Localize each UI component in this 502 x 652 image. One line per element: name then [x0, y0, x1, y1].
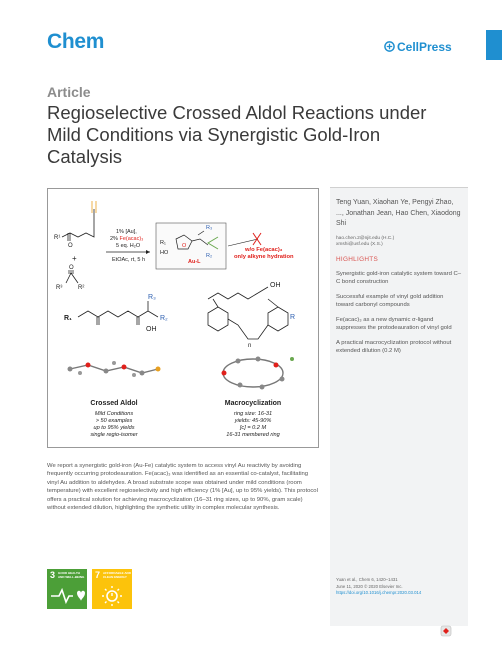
product-oh-label: OH — [146, 326, 157, 333]
article-type: Article — [47, 84, 91, 100]
citation-line: Yuan et al., Chem 6, 1420–1431 — [336, 577, 398, 582]
highlight-item: Synergistic gold-iron catalytic system t… — [336, 270, 462, 285]
graphical-abstract-figure: O R¹ + O R³ R² 1% [Au], 2% Fe(acac)₃ 5 e… — [54, 201, 295, 438]
crystal-structure-macrocycle — [221, 356, 294, 390]
intermediate-r2-label: R₂ — [206, 253, 212, 259]
reaction-arrow-head — [146, 250, 150, 254]
product-r2-label: R₂ — [160, 315, 168, 322]
sidebar-top-rule — [330, 187, 468, 188]
abstract-text: We report a synergistic gold-iron (Au-Fe… — [47, 463, 318, 512]
sdg-label: GOOD HEALTH AND WELL-BEING — [58, 571, 85, 579]
highlights-heading: HIGHLIGHTS — [336, 255, 379, 263]
plus-sign: + — [72, 254, 77, 263]
sdg-badge-clean-energy[interactable]: 7 AFFORDABLE AND CLEAN ENERGY — [92, 569, 132, 609]
intermediate-box — [155, 222, 227, 270]
crossed-aldol-line: single regio-isomer — [90, 432, 138, 438]
intermediate-ho-label: HO — [160, 250, 169, 256]
article-sidebar: Teng Yuan, Xiaohan Ye, Pengyi Zhao, ...,… — [330, 188, 468, 626]
catalyst-au-label: 1% [Au], — [116, 229, 137, 235]
reactant-r2-label: R² — [78, 285, 84, 291]
furan-intermediate — [175, 230, 209, 250]
header-accent-bar — [486, 30, 502, 60]
author-list[interactable]: Teng Yuan, Xiaohan Ye, Pengyi Zhao, ...,… — [336, 199, 461, 227]
reactant-alkyne-ketone — [61, 201, 97, 241]
aldol-product-structure — [77, 301, 159, 325]
crossmark-icon[interactable] — [440, 625, 452, 637]
macrocyclization-line: yields: 45-90% — [234, 418, 272, 424]
macrocycle-oh-label: OH — [270, 282, 281, 289]
email-link[interactable]: hao.chen.2@njit.edu (H.C.) — [336, 235, 395, 241]
sdg-label: AFFORDABLE AND CLEAN ENERGY — [103, 571, 131, 579]
gold-ligand-label: Au-L — [188, 259, 201, 265]
macrocycle-n-label: n — [248, 343, 251, 349]
side-reaction-arrow — [227, 238, 259, 247]
publisher-name: CellPress — [397, 40, 452, 54]
citation-block: Yuan et al., Chem 6, 1420–1431 June 11, … — [336, 577, 466, 597]
intermediate-r3-label: R₃ — [206, 225, 212, 231]
email-link[interactable]: xmshi@usf.edu (X.S.) — [336, 242, 383, 247]
product-r3-label: R₃ — [148, 294, 156, 301]
catalyst-fe-label: 2% Fe(acac)₃ — [110, 236, 143, 242]
crossed-aldol-line: Mild Conditions — [95, 411, 133, 417]
macrocyclization-title: Macrocyclization — [225, 400, 281, 407]
sun-power-icon — [102, 586, 122, 606]
highlight-item: Fe(acac)₃ as a new dynamic σ-ligand supp… — [336, 316, 452, 331]
macrocyclization-line: ring size: 16-31 — [234, 411, 272, 417]
sdg-number: 7 — [95, 570, 101, 580]
article-title: Regioselective Crossed Aldol Reactions u… — [47, 102, 427, 167]
without-iron-label: w/o Fe(acac)₃ — [244, 247, 283, 253]
crossed-aldol-title: Crossed Aldol — [90, 400, 137, 407]
highlight-item: Successful example of vinyl gold additio… — [336, 293, 444, 308]
intermediate-oxygen-label: O — [182, 243, 187, 249]
cellpress-icon — [384, 41, 395, 52]
crossed-aldol-line: > 50 examples — [96, 418, 133, 424]
crossed-aldol-line: up to 95% yields — [93, 425, 134, 431]
highlight-item: A practical macrocyclization protocol wi… — [336, 339, 452, 354]
heartbeat-icon — [51, 587, 85, 605]
sdg-number: 3 — [50, 570, 56, 580]
crystal-structure-aldol — [67, 361, 161, 377]
citation-line: June 11, 2020 © 2020 Elsevier Inc. — [336, 583, 403, 589]
macrocyclization-line: 16-31 membered ring — [226, 432, 280, 438]
reactant-r1-label: R¹ — [54, 235, 60, 241]
journal-logo[interactable]: Chem — [47, 30, 105, 53]
doi-link[interactable]: https://doi.org/10.1016/j.chempr.2020.03… — [336, 590, 422, 595]
intermediate-r1-label: R₁ — [160, 240, 166, 246]
correspondence-emails: hao.chen.2@njit.edu (H.C.) xmshi@usf.edu… — [336, 236, 462, 249]
macrocycle-r-label: R — [290, 314, 295, 321]
water-equiv-label: 5 eq. H₂O — [116, 243, 141, 249]
reactant-aldehyde — [65, 270, 79, 284]
macrocyclization-line: [c] = 0.2 M — [239, 425, 267, 431]
aldehyde-oxygen-label: O — [69, 265, 74, 271]
addition-arrow — [207, 236, 219, 250]
graphical-abstract: O R¹ + O R³ R² 1% [Au], 2% Fe(acac)₃ 5 e… — [47, 188, 319, 448]
ketone-oxygen-label: O — [68, 243, 73, 249]
cellpress-logo[interactable]: CellPress — [384, 40, 452, 54]
solvent-conditions-label: EtOAc, rt, 5 h — [112, 257, 145, 263]
sdg-badge-good-health[interactable]: 3 GOOD HEALTH AND WELL-BEING — [47, 569, 87, 609]
macrocycle-structure — [207, 286, 289, 340]
product-r1-label: R₁ — [64, 315, 72, 322]
hydration-only-label: only alkyne hydration — [234, 254, 294, 260]
reactant-r3-label: R³ — [56, 285, 62, 291]
